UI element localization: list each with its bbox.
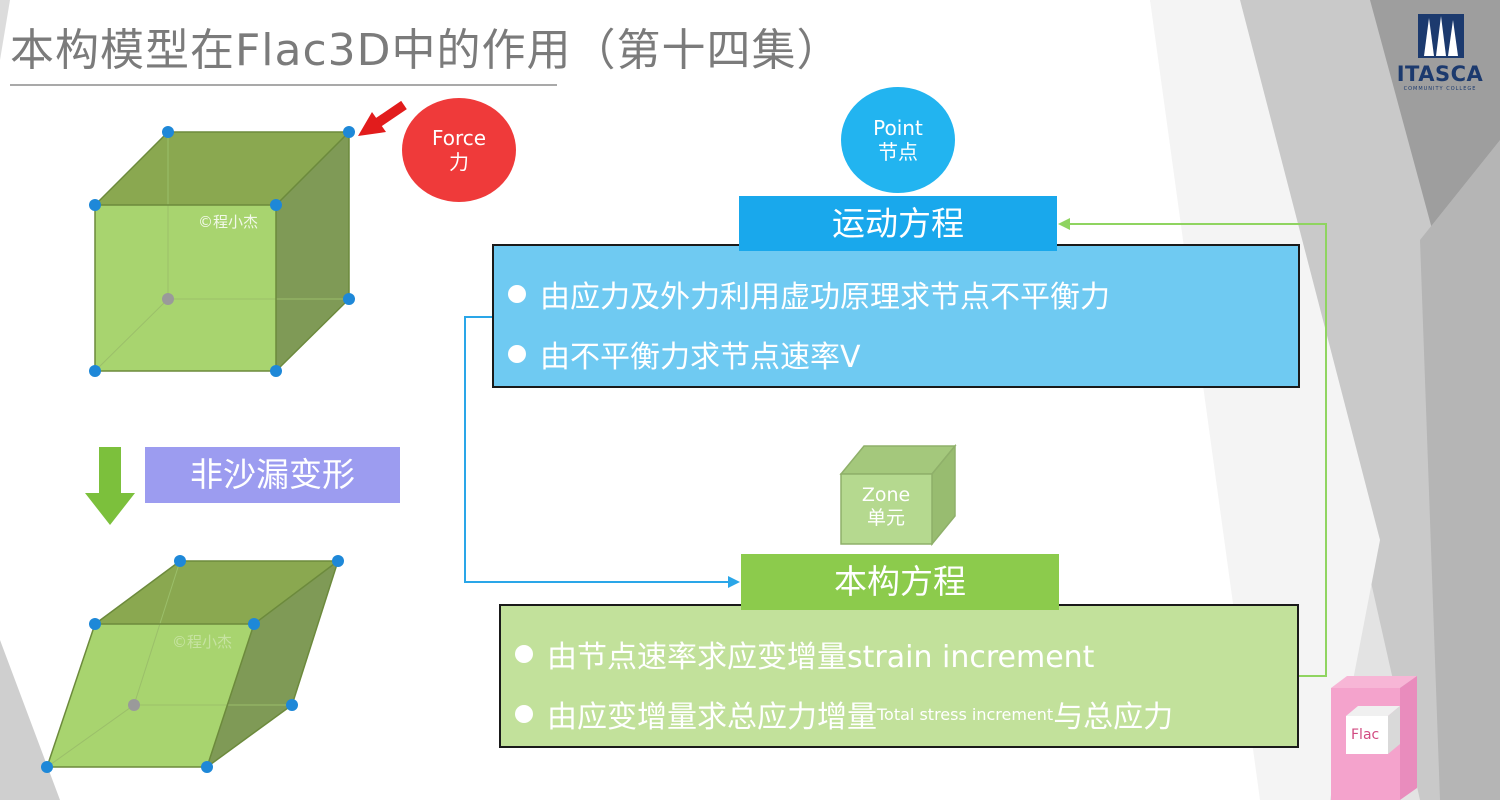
force-circle: Force 力 <box>402 98 516 202</box>
constitutive-equation-header: 本构方程 <box>741 554 1059 610</box>
total-stress-tail-text: 与总应力 <box>1053 700 1174 735</box>
green-connector-arrow <box>1058 218 1327 677</box>
node-dot <box>174 555 186 567</box>
constitutive-bullet: 由节点速率求应变增量strain increment <box>515 632 1094 676</box>
zone-label-en: Zone <box>861 484 911 506</box>
page-title: 本构模型在Flac3D中的作用（第十四集） <box>10 25 842 76</box>
blue-connector-arrow <box>464 316 740 588</box>
node-dot <box>162 126 174 138</box>
node-dot <box>343 126 355 138</box>
red-arrow-icon <box>358 100 407 136</box>
node-dot <box>89 199 101 211</box>
logo-name: ITASCA <box>1396 62 1484 86</box>
point-circle: Point 节点 <box>841 87 955 193</box>
watermark: ©程小杰 <box>172 633 233 651</box>
zone-cube <box>839 443 957 547</box>
node-dot <box>41 761 53 773</box>
non-hourglass-label: 非沙漏变形 <box>145 447 400 503</box>
force-label-en: Force <box>431 126 487 150</box>
node-dot <box>286 699 298 711</box>
flac-box-label: Flac <box>1351 727 1380 743</box>
node-dot <box>248 618 260 630</box>
title-underline <box>10 84 557 86</box>
motion-bullet-text: 由不平衡力求节点速率V <box>540 340 861 375</box>
bottom-cube <box>41 555 344 773</box>
constitutive-bullet-text: 由节点速率求应变增量strain increment <box>547 640 1095 675</box>
bullet-dot-icon <box>515 705 533 723</box>
green-down-arrow-icon <box>85 447 135 525</box>
top-cube <box>89 126 355 377</box>
node-dot <box>89 618 101 630</box>
itasca-trees-icon <box>1418 14 1464 58</box>
node-dot <box>89 365 101 377</box>
constitutive-bullet-text: 由应变增量求总应力增量 <box>547 700 877 735</box>
zone-label: Zone 单元 <box>841 474 931 544</box>
watermark: ©程小杰 <box>198 213 259 231</box>
total-stress-increment-text: Total stress increment <box>877 704 1054 724</box>
node-dot <box>343 293 355 305</box>
motion-bullet-text: 由应力及外力利用虚功原理求节点不平衡力 <box>540 280 1110 315</box>
node-dot <box>332 555 344 567</box>
node-dot <box>128 699 140 711</box>
motion-equation-box: 由应力及外力利用虚功原理求节点不平衡力 由不平衡力求节点速率V <box>492 244 1300 388</box>
logo-subtitle: COMMUNITY COLLEGE <box>1403 86 1477 92</box>
bullet-dot-icon <box>508 285 526 303</box>
motion-bullet: 由不平衡力求节点速率V <box>508 332 861 376</box>
point-label-en: Point <box>873 116 923 140</box>
flac-box-icon <box>1331 676 1417 800</box>
node-dot <box>270 199 282 211</box>
bullet-dot-icon <box>515 645 533 663</box>
force-label-cn: 力 <box>449 150 469 174</box>
motion-bullet: 由应力及外力利用虚功原理求节点不平衡力 <box>508 272 1110 316</box>
node-dot <box>162 293 174 305</box>
motion-equation-header: 运动方程 <box>739 196 1057 251</box>
node-dot <box>270 365 282 377</box>
point-label-cn: 节点 <box>878 140 918 164</box>
bullet-dot-icon <box>508 345 526 363</box>
node-dot <box>201 761 213 773</box>
zone-label-cn: 单元 <box>866 507 905 529</box>
itasca-logo: ITASCA COMMUNITY COLLEGE <box>1394 10 1486 92</box>
